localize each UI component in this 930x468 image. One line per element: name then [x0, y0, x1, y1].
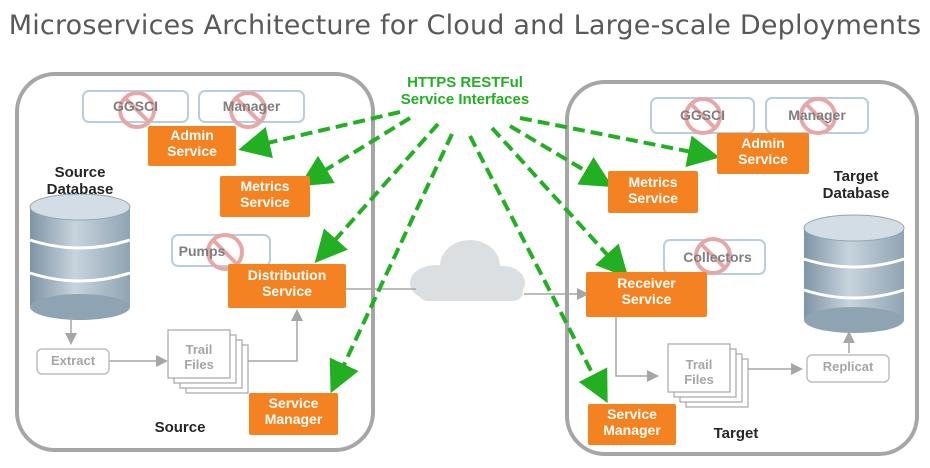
rest-arrow [314, 122, 440, 263]
cloud-icon [410, 240, 525, 301]
source-database-label: Source Database [40, 164, 120, 199]
target-database-label-line2: Database [822, 185, 890, 203]
prohibited-icon [206, 233, 244, 271]
extract-label: Extract [50, 353, 96, 368]
receiver-service-line1: Receiver [617, 275, 676, 291]
target-service-manager-line1: Service [607, 406, 657, 422]
collectors-label: Collectors [683, 249, 752, 265]
source-database-label-line2: Database [46, 181, 114, 199]
target-trail-line2: Files [684, 371, 714, 387]
replicat-box [806, 354, 890, 383]
target-admin-service-line1: Admin [741, 135, 785, 151]
prohibited-icon [118, 91, 156, 129]
source-service-manager-label: Service Manager [249, 395, 338, 427]
page-title: Microservices Architecture for Cloud and… [8, 10, 922, 41]
prohibited-icon [799, 97, 837, 135]
rest-arrow [508, 124, 613, 188]
target-metrics-service-line2: Service [628, 190, 678, 207]
target-service-manager-label: Service Manager [588, 406, 676, 438]
target-ggsci-label: GGSCI [679, 107, 726, 123]
target-admin-service-line2: Service [738, 151, 788, 168]
source-metrics-service-line2: Service [240, 194, 290, 211]
target-trail-files-icon [667, 343, 749, 408]
rest-arrow [519, 116, 720, 168]
source-database-label-line1: Source [54, 164, 106, 181]
receiver-service-line2: Service [621, 291, 672, 308]
replicat-label: Replicat [822, 359, 874, 374]
target-service-manager-box [588, 404, 676, 445]
pumps-label: Pumps [178, 243, 226, 259]
rest-interfaces-line2: Service Interfaces [400, 91, 530, 109]
target-admin-service-label: Admin Service [717, 135, 809, 167]
rest-arrow [329, 133, 454, 394]
source-trail-line1: Trail [185, 342, 213, 357]
source-admin-service-line1: Admin [170, 127, 214, 143]
target-database-label: Target Database [808, 168, 904, 203]
target-metrics-service-box [608, 171, 698, 213]
target-service-manager-line2: Manager [603, 422, 661, 439]
receiver-service-box [586, 272, 707, 317]
source-manager-legacy-box [198, 90, 305, 123]
distribution-service-box [228, 264, 346, 308]
flow-line [615, 316, 659, 382]
source-trail-line2: Files [184, 356, 214, 372]
source-admin-service-box [148, 126, 236, 166]
source-metrics-service-line1: Metrics [240, 178, 290, 194]
rest-arrow [468, 135, 608, 404]
distribution-service-line2: Service [262, 283, 312, 300]
target-label: Target [713, 425, 759, 442]
target-database-label-line1: Target [833, 168, 879, 185]
target-metrics-service-line1: Metrics [628, 174, 678, 190]
source-manager-label: Manager [222, 98, 281, 114]
source-admin-service-label: Admin Service [148, 127, 236, 159]
flow-line [247, 309, 303, 362]
source-metrics-service-box [220, 176, 310, 217]
receiver-service-label: Receiver Service [586, 275, 707, 307]
source-service-manager-line1: Service [268, 395, 319, 411]
source-label: Source [154, 419, 206, 436]
distribution-service-label: Distribution Service [228, 267, 346, 299]
rest-arrow [238, 110, 401, 159]
source-metrics-service-label: Metrics Service [220, 178, 310, 210]
source-service-manager-box [249, 393, 338, 435]
prohibited-icon [684, 97, 722, 135]
target-admin-service-box [717, 133, 809, 174]
source-admin-service-line2: Service [167, 143, 217, 160]
target-trail-line1: Trail [685, 357, 713, 372]
prohibited-icon [694, 237, 732, 275]
source-ggsci-label: GGSCI [112, 98, 159, 114]
rest-interfaces-line1: HTTPS RESTFul [407, 74, 523, 91]
rest-arrow [299, 116, 412, 187]
target-database-icon [803, 214, 905, 333]
rest-interfaces-label: HTTPS RESTFul Service Interfaces [375, 74, 555, 109]
distribution-service-line1: Distribution [247, 267, 327, 283]
target-trail-files-label: Trail Files [668, 357, 730, 388]
target-metrics-service-label: Metrics Service [608, 174, 698, 206]
source-database-icon [29, 193, 131, 320]
extract-box [36, 348, 110, 375]
source-trail-files-icon [167, 329, 249, 394]
source-trail-files-label: Trail Files [168, 342, 230, 373]
rest-arrow [490, 126, 629, 278]
source-service-manager-line2: Manager [264, 411, 323, 428]
target-manager-label: Manager [788, 107, 846, 123]
